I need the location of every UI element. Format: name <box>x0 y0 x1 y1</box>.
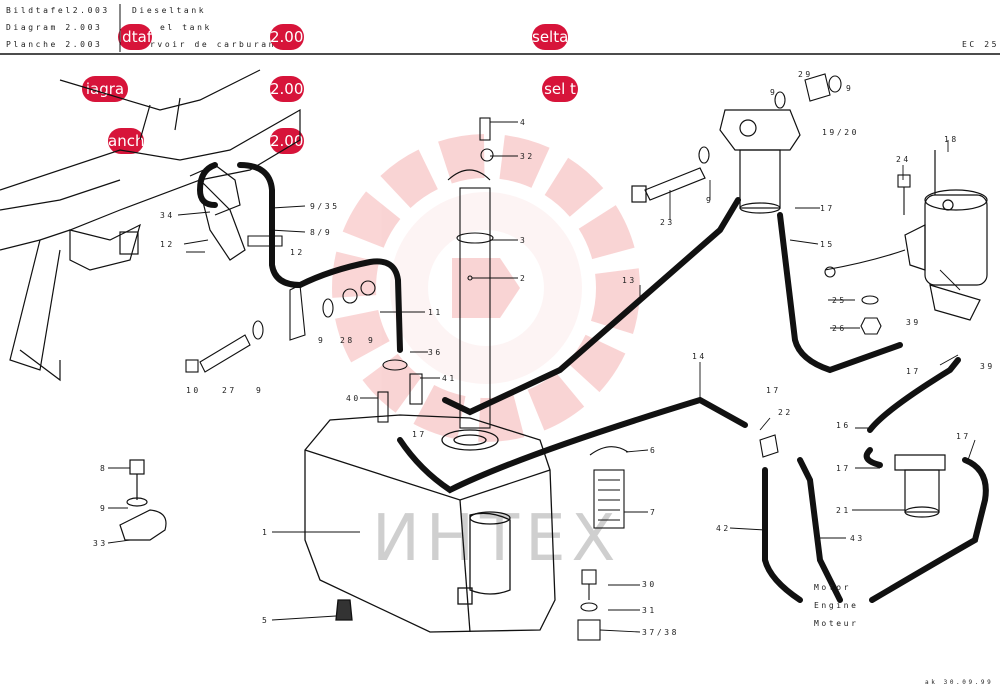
destination-de: Motor <box>814 583 852 592</box>
part-label-p24: 24 <box>896 155 911 164</box>
part-label-p22: 22 <box>778 408 793 417</box>
part-label-p15: 15 <box>820 240 835 249</box>
part-label-p32: 32 <box>520 152 535 161</box>
header-code: EC 25 <box>962 40 1000 49</box>
destination-en: Engine <box>814 601 859 610</box>
part-label-p9b: 9 <box>318 336 326 345</box>
part-label-p8_9: 8/9 <box>310 228 333 237</box>
header-name-fr: rvoir de carburan <box>150 40 277 49</box>
fuel-pump <box>904 150 988 321</box>
part-label-p9d: 9 <box>256 386 264 395</box>
strainer-filter <box>589 446 629 529</box>
part-label-p9e: 9 <box>770 88 778 97</box>
part-label-p18: 18 <box>944 135 959 144</box>
part-label-p43: 43 <box>850 534 865 543</box>
header-title-en: Diagram 2.003 <box>6 23 103 32</box>
part-label-p7: 7 <box>650 508 658 517</box>
header-title-de: Bildtafel2.003 <box>6 6 110 15</box>
part-label-p11: 11 <box>428 308 443 317</box>
badge-dieseltank: selta <box>532 24 568 50</box>
watermark-text: ИНТЕХ <box>372 502 621 576</box>
header-title-fr: Planche 2.003 <box>6 40 103 49</box>
part-label-p28: 28 <box>340 336 355 345</box>
part-label-p37_38: 37/38 <box>642 628 680 637</box>
fuel-tank <box>304 414 556 633</box>
part-label-p9c: 9 <box>368 336 376 345</box>
part-label-p25: 25 <box>832 296 847 305</box>
part-label-p39a: 39 <box>906 318 921 327</box>
part-label-p10: 10 <box>186 386 201 395</box>
part-label-p17e: 17 <box>836 464 851 473</box>
part-label-p2: 2 <box>520 274 528 283</box>
part-label-p1: 1 <box>262 528 270 537</box>
part-label-p19_20: 19/20 <box>822 128 860 137</box>
header-name-de: Dieseltank <box>132 6 207 15</box>
fuel-lines <box>196 162 989 603</box>
part-label-p30: 30 <box>642 580 657 589</box>
badge-diesel-tank: sel t <box>542 76 578 102</box>
part-label-p5: 5 <box>262 616 270 625</box>
part-label-p9g: 9 <box>706 196 714 205</box>
part-label-p17a: 17 <box>412 430 427 439</box>
chassis-frame <box>0 69 301 382</box>
badge-planche: anch <box>108 128 144 154</box>
header-name-en: el tank <box>160 23 212 32</box>
part-label-p17d: 17 <box>906 367 921 376</box>
badge-number-2: 2.003 <box>270 76 313 102</box>
part-label-p6: 6 <box>650 446 658 455</box>
watermark-gear-logo <box>332 134 640 442</box>
part-label-p17f: 17 <box>956 432 971 441</box>
part-label-p17b: 17 <box>766 386 781 395</box>
part-label-p3: 3 <box>520 236 528 245</box>
footer-stamp: ak 30.09.99 <box>925 679 994 686</box>
part-label-p12b: 12 <box>290 248 305 257</box>
part-label-p42: 42 <box>716 524 731 533</box>
main-fuel-filter <box>719 109 801 214</box>
part-label-p41: 41 <box>442 374 457 383</box>
part-label-p12a: 12 <box>160 240 175 249</box>
part-label-p13: 13 <box>622 276 637 285</box>
water-separator <box>894 454 946 518</box>
part-label-p21: 21 <box>836 506 851 515</box>
part-label-p17c: 17 <box>820 204 835 213</box>
leader-lines <box>107 121 976 633</box>
part-label-p9f: 9 <box>846 84 854 93</box>
badge-number-1: 2.003 <box>270 24 313 50</box>
part-label-p4: 4 <box>520 118 528 127</box>
part-label-p23: 23 <box>660 218 675 227</box>
part-label-p9a: 9 <box>100 504 108 513</box>
part-label-p39b: 39 <box>980 362 995 371</box>
part-label-p9_35: 9/35 <box>310 202 340 211</box>
long-bolt <box>631 167 706 203</box>
part-label-p26: 26 <box>832 324 847 333</box>
destination-fr: Moteur <box>814 619 859 628</box>
part-label-p40: 40 <box>346 394 361 403</box>
part-label-p33: 33 <box>93 539 108 548</box>
part-label-p16: 16 <box>836 421 851 430</box>
part-label-p36: 36 <box>428 348 443 357</box>
hardware-bits <box>185 73 911 641</box>
part-label-p29: 29 <box>798 70 813 79</box>
pipe-clamp-assembly <box>119 459 167 541</box>
part-label-p31: 31 <box>642 606 657 615</box>
part-label-p14: 14 <box>692 352 707 361</box>
part-label-p27: 27 <box>222 386 237 395</box>
part-label-p34: 34 <box>160 211 175 220</box>
fuel-sender <box>447 117 494 429</box>
badge-bildtafel: ldtaf <box>118 24 152 50</box>
part-label-p8: 8 <box>100 464 108 473</box>
